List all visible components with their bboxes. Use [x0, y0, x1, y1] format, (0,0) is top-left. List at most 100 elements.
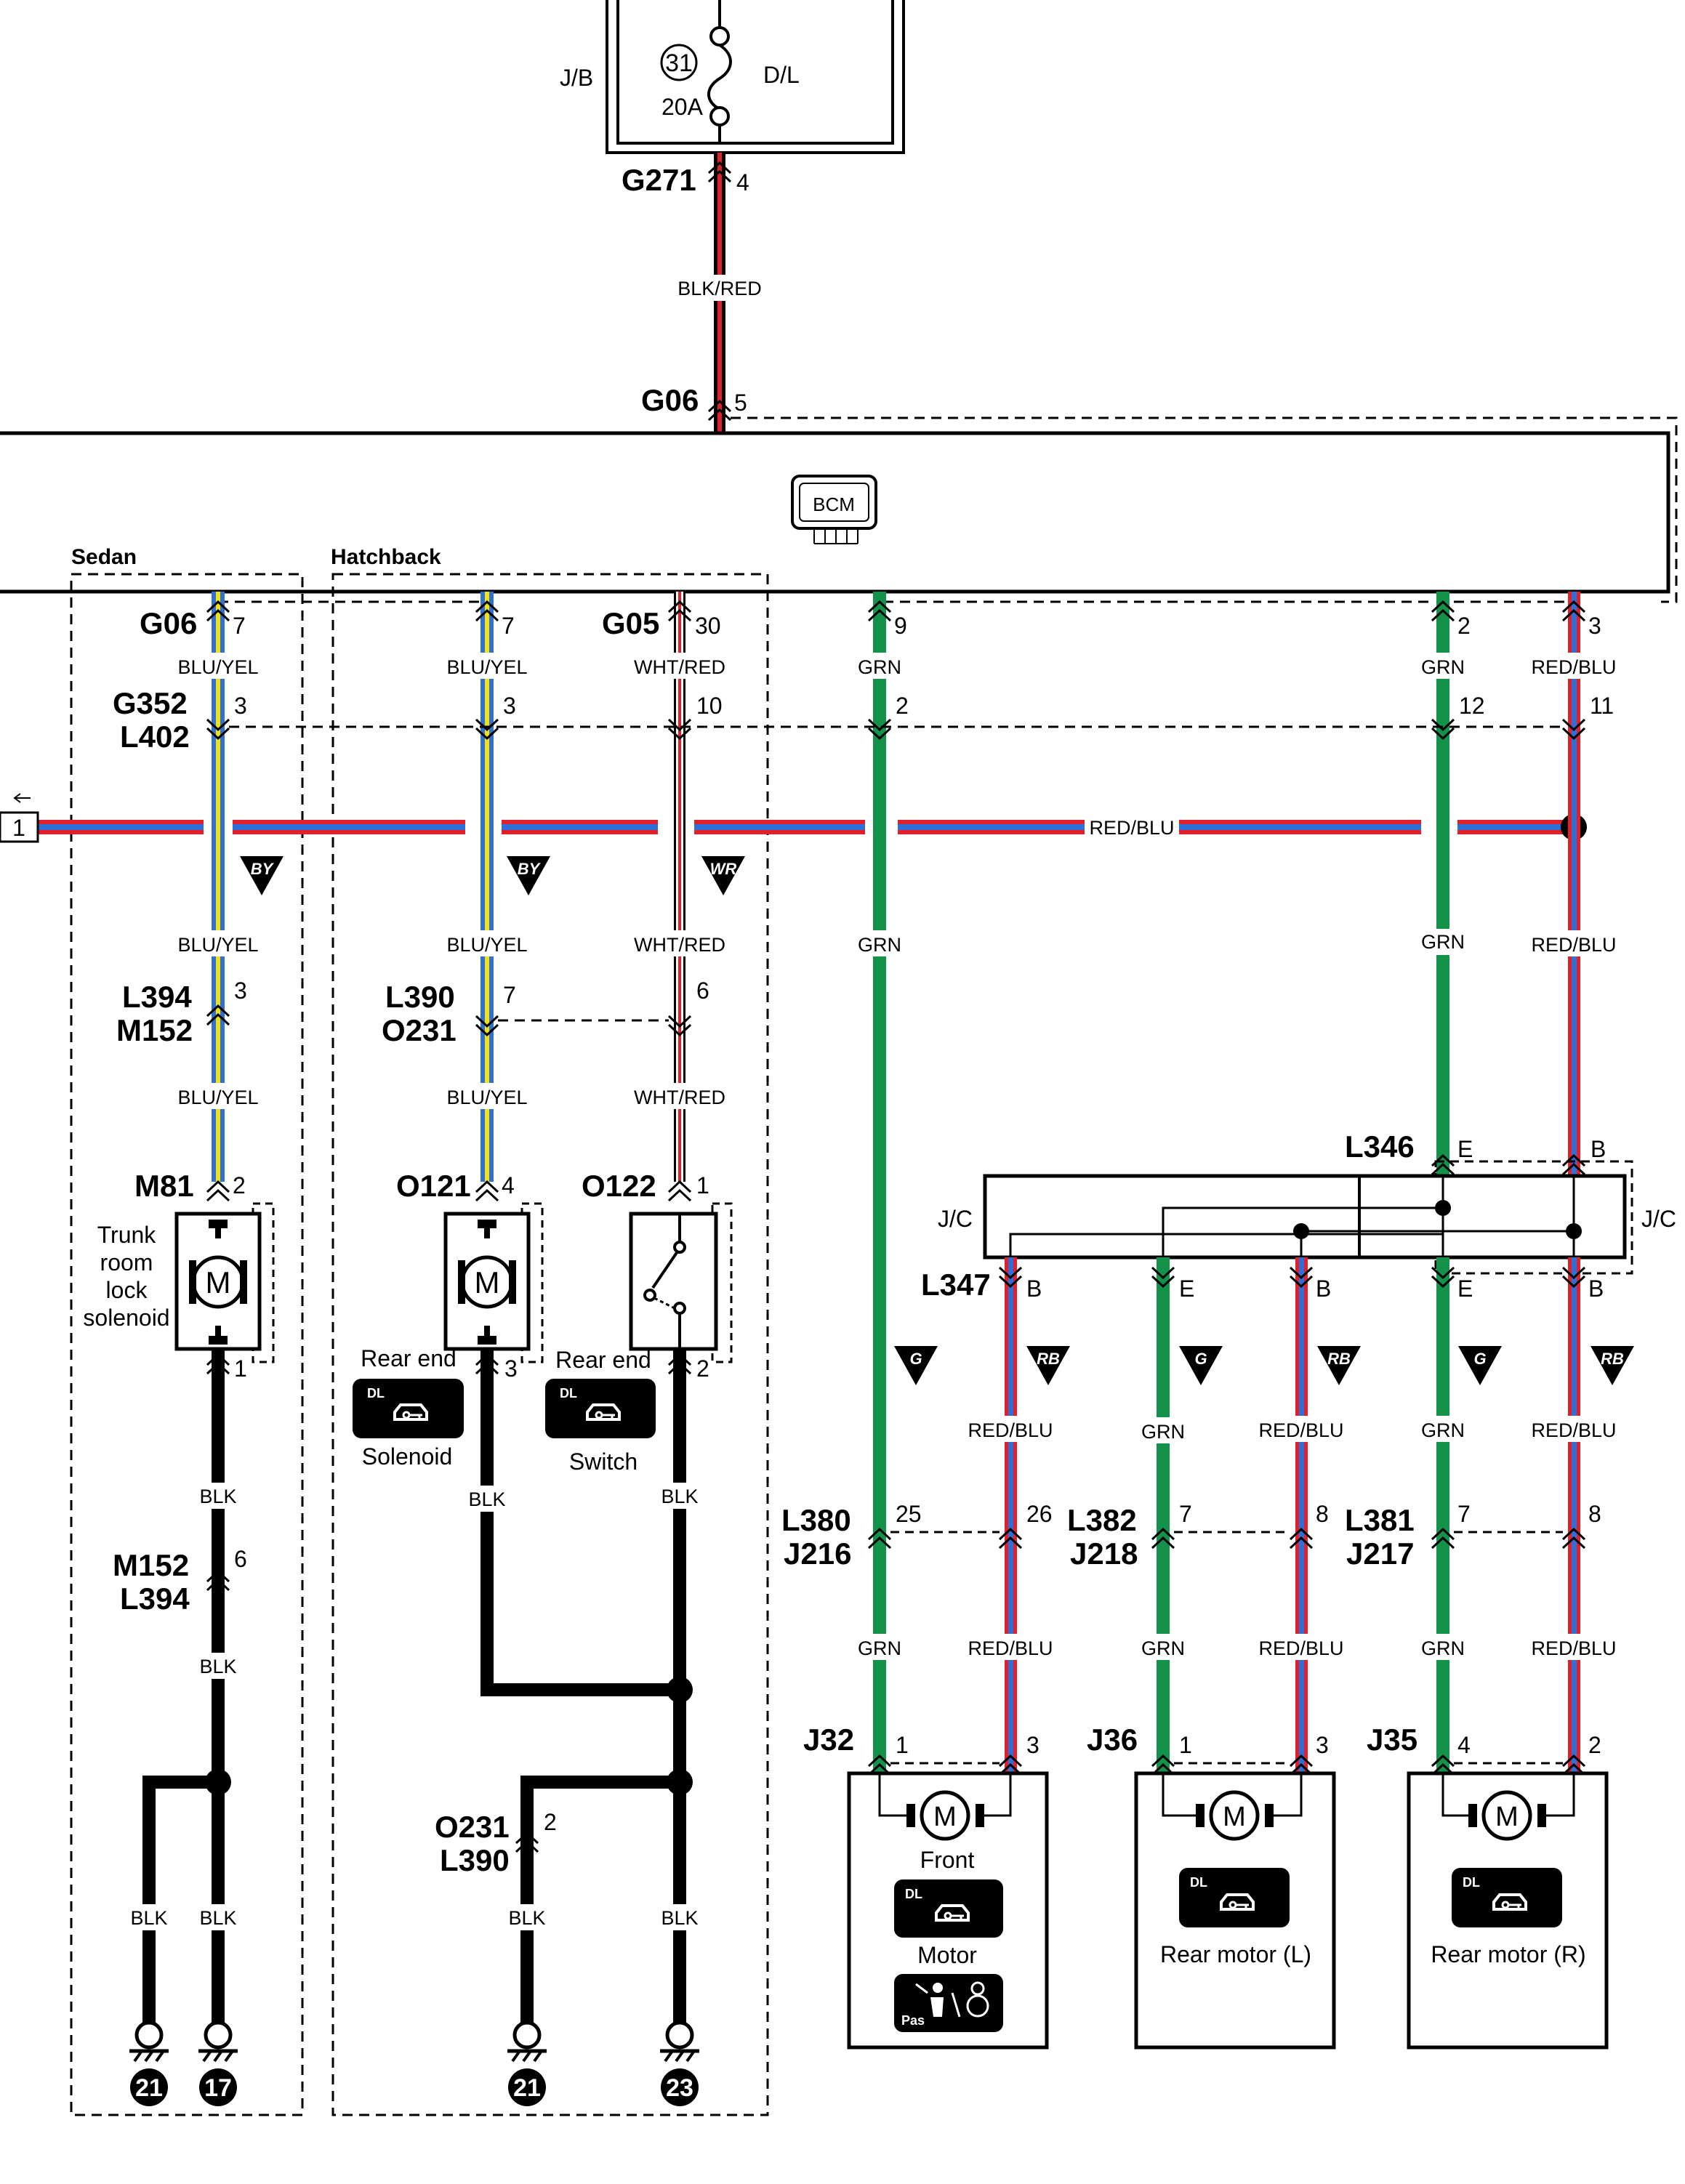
svg-text:room: room: [100, 1249, 153, 1276]
svg-text:6: 6: [696, 978, 709, 1004]
svg-text:7: 7: [1457, 1501, 1471, 1527]
svg-text:L394: L394: [120, 1581, 190, 1616]
svg-text:11: 11: [1590, 693, 1614, 719]
svg-text:J217: J217: [1346, 1536, 1414, 1571]
bcm-module: BCM: [0, 416, 1678, 603]
svg-text:6: 6: [234, 1546, 247, 1572]
svg-text:E: E: [1179, 1276, 1194, 1302]
dl-switch-icon: DL: [545, 1379, 656, 1438]
svg-text:Rear motor (L): Rear motor (L): [1160, 1941, 1311, 1967]
j36-rear-motor-left: J36 1 3 M DL Rear motor (L): [1087, 1722, 1336, 2050]
ground-23: 23: [660, 2020, 699, 2106]
svg-text:G: G: [1194, 1350, 1207, 1368]
svg-text:G352: G352: [113, 686, 188, 720]
fuse-number-circle: [660, 44, 698, 81]
svg-text:M: M: [475, 1265, 500, 1299]
svg-text:RED/BLU: RED/BLU: [1531, 1637, 1616, 1659]
svg-text:30: 30: [695, 613, 721, 639]
svg-text:L380: L380: [781, 1503, 851, 1537]
svg-text:GRN: GRN: [858, 656, 901, 678]
connector-o231-l390: O231 L390 2: [435, 1809, 557, 1877]
svg-text:E: E: [1457, 1136, 1473, 1162]
svg-text:Rear end: Rear end: [361, 1345, 457, 1371]
svg-text:B: B: [1588, 1276, 1604, 1302]
wire-grn-front: [873, 592, 886, 1773]
connector-l346: L346 E B: [1345, 1129, 1606, 1176]
connector-l347: L347 B E B E B: [921, 1266, 1604, 1302]
svg-text:RED/BLU: RED/BLU: [1258, 1637, 1343, 1659]
fuse-number: 31: [665, 49, 693, 77]
svg-text:Trunk: Trunk: [97, 1222, 157, 1248]
svg-text:21: 21: [513, 2074, 541, 2102]
svg-text:DL: DL: [560, 1386, 577, 1401]
connector-l381-j217: L381 J217 7 8: [1345, 1501, 1601, 1571]
fuse-31-icon: [707, 0, 732, 143]
svg-text:10: 10: [696, 693, 723, 719]
connector-g271: G271 4: [622, 161, 749, 197]
jc-label-left: J/C: [938, 1206, 973, 1232]
svg-text:DL: DL: [1463, 1875, 1480, 1890]
m81-trunk-solenoid: M81 2 M Trunk room lock solenoid 1: [83, 1169, 275, 1382]
svg-text:BLK: BLK: [130, 1907, 167, 1929]
svg-text:2: 2: [544, 1809, 557, 1835]
svg-text:J35: J35: [1367, 1722, 1417, 1757]
wire-blk-sedan: [142, 1349, 231, 2025]
bcm-label: BCM: [813, 493, 855, 515]
connector-g06-top: G06 5: [641, 383, 747, 422]
svg-text:12: 12: [1459, 693, 1485, 719]
wire-blu-yel-hatch: [480, 592, 494, 1182]
svg-text:3: 3: [1316, 1732, 1329, 1758]
svg-text:1: 1: [234, 1355, 247, 1382]
svg-text:L390: L390: [440, 1843, 510, 1877]
svg-text:O231: O231: [435, 1810, 510, 1844]
svg-text:RB: RB: [1327, 1350, 1351, 1368]
dl-solenoid-icon: DL: [353, 1379, 464, 1438]
svg-text:WHT/RED: WHT/RED: [634, 656, 725, 678]
j32-front-motor: J32 1 3 M Front DL Motor Pas: [803, 1722, 1049, 2050]
svg-text:O231: O231: [382, 1013, 457, 1047]
hatchback-label: Hatchback: [331, 545, 441, 569]
svg-text:2: 2: [1588, 1732, 1601, 1758]
svg-text:DL: DL: [905, 1887, 922, 1901]
connector-l390-o231: L390 O231 7 6: [382, 978, 709, 1047]
svg-text:RB: RB: [1037, 1350, 1060, 1368]
svg-text:solenoid: solenoid: [83, 1305, 169, 1331]
joint-connector: J/C J/C: [938, 1160, 1676, 1275]
svg-text:M: M: [1495, 1802, 1519, 1832]
svg-text:DL: DL: [367, 1386, 385, 1401]
svg-text:GRN: GRN: [1421, 1637, 1465, 1659]
splice-tag-by-hatch: BY: [507, 856, 550, 895]
dl-rear-right-icon: DL: [1452, 1868, 1562, 1927]
svg-text:L346: L346: [1345, 1129, 1415, 1164]
svg-text:J216: J216: [784, 1536, 851, 1571]
wire-blu-yel-sedan: [212, 592, 225, 1182]
svg-text:RED/BLU: RED/BLU: [1531, 934, 1616, 956]
svg-text:3: 3: [1026, 1732, 1039, 1758]
svg-text:Rear end: Rear end: [555, 1347, 651, 1373]
connector-g06-sedan: G06 7 7: [140, 600, 1586, 640]
wire-blk-hatch: [480, 1349, 693, 2025]
svg-text:M: M: [933, 1802, 957, 1832]
svg-text:M152: M152: [116, 1013, 193, 1047]
svg-text:J36: J36: [1087, 1722, 1138, 1757]
splice-tag-wr: WR: [701, 856, 745, 895]
svg-text:21: 21: [135, 2074, 163, 2102]
svg-text:4: 4: [1457, 1732, 1471, 1758]
svg-text:BLK: BLK: [508, 1907, 545, 1929]
section-hatchback: Hatchback: [331, 545, 769, 2116]
svg-text:2: 2: [896, 693, 909, 719]
splice-tag-by-sedan: BY: [240, 856, 283, 895]
svg-text:2: 2: [233, 1172, 246, 1198]
svg-text:Switch: Switch: [569, 1448, 638, 1475]
svg-text:7: 7: [233, 613, 246, 639]
bcm-pin-3: 3: [1588, 613, 1601, 639]
svg-text:3: 3: [503, 693, 516, 719]
red-blu-bus: RED/BLU: [38, 814, 1587, 840]
svg-text:RB: RB: [1601, 1350, 1624, 1368]
svg-text:26: 26: [1026, 1501, 1053, 1527]
bcm-pin-9: 9: [894, 613, 907, 639]
svg-text:G: G: [909, 1350, 922, 1368]
svg-text:GRN: GRN: [1141, 1421, 1185, 1443]
dl-rear-left-icon: DL: [1179, 1868, 1290, 1927]
